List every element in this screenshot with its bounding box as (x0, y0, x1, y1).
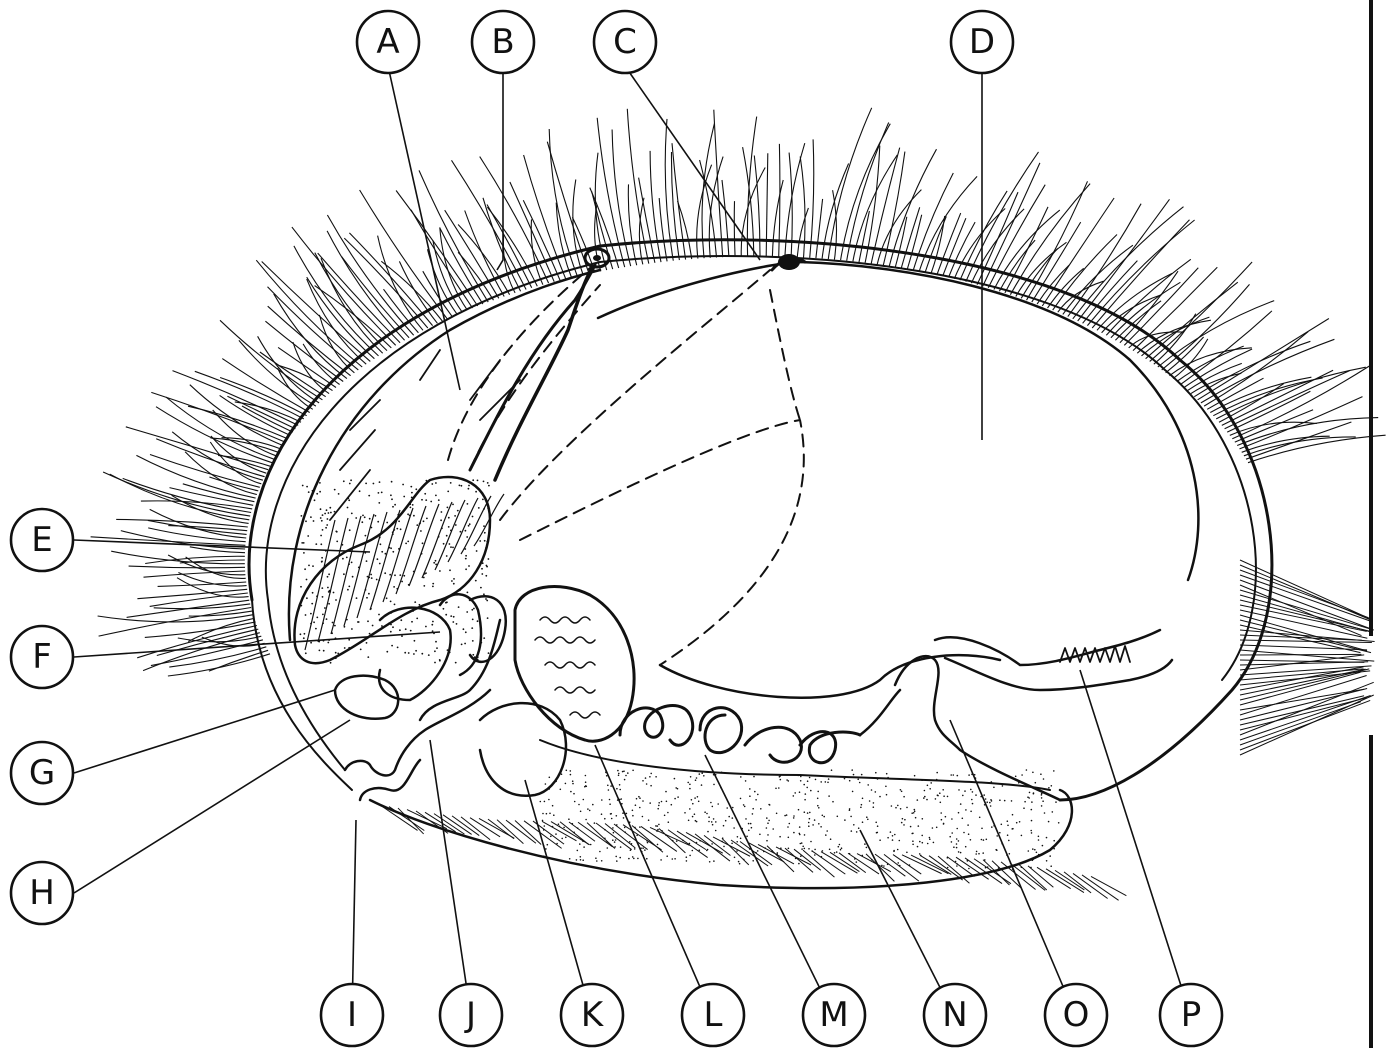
label-K: K (581, 995, 605, 1035)
callout-N: N (924, 984, 986, 1046)
label-O: O (1063, 995, 1090, 1035)
label-D: D (969, 22, 995, 62)
label-B: B (491, 22, 514, 62)
callout-E: E (11, 509, 73, 571)
callout-H: H (11, 862, 73, 924)
ventral-N (370, 740, 1072, 888)
label-P: P (1181, 995, 1202, 1035)
setae-fringe (91, 108, 1386, 900)
label-C: C (613, 22, 637, 62)
intestine-M (620, 690, 900, 763)
callout-D: D (951, 11, 1013, 73)
callout-A: A (357, 11, 419, 73)
callout-M: M (803, 984, 865, 1046)
callout-O: O (1045, 984, 1107, 1046)
callout-B: B (472, 11, 534, 73)
label-I: I (347, 995, 357, 1035)
label-A: A (376, 22, 399, 62)
callout-L: L (682, 984, 744, 1046)
label-H: H (29, 873, 55, 913)
callout-P: P (1160, 984, 1222, 1046)
callout-C: C (594, 11, 656, 73)
label-F: F (32, 637, 52, 677)
label-G: G (29, 753, 55, 793)
label-J: J (464, 995, 476, 1035)
label-N: N (942, 995, 967, 1035)
callout-G: G (11, 742, 73, 804)
label-E: E (31, 520, 52, 560)
stomach-L (515, 587, 634, 742)
callout-J: J (440, 984, 502, 1046)
callout-K: K (561, 984, 623, 1046)
callout-I: I (321, 984, 383, 1046)
gill-E (294, 477, 504, 664)
callout-F: F (11, 626, 73, 688)
shell (249, 240, 1272, 800)
label-L: L (704, 995, 723, 1035)
label-M: M (819, 995, 848, 1035)
